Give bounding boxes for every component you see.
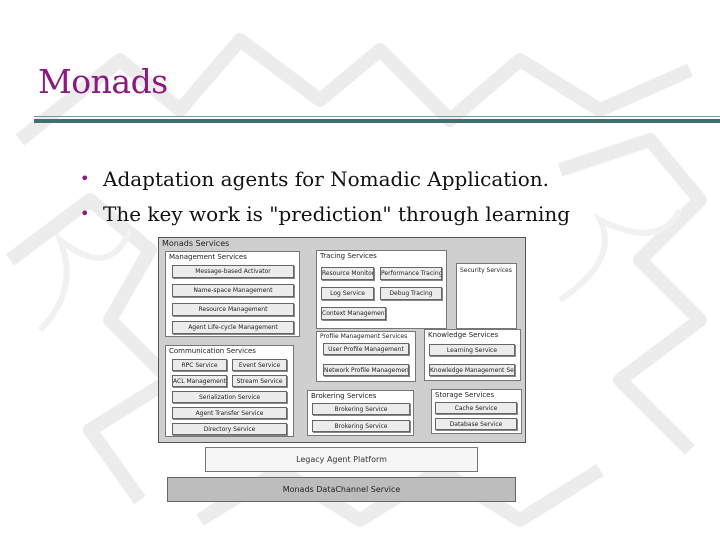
user-profile-box: User Profile Management: [323, 343, 409, 355]
management-services-label: Management Services: [169, 253, 247, 261]
context-management-box: Context Management: [321, 307, 386, 320]
diagram-outer-label: Monads Services: [162, 239, 230, 248]
title-divider-thick: [34, 119, 720, 123]
tracing-services-panel: Tracing Services Resource Monitor Perfor…: [316, 250, 447, 329]
title-divider: [34, 116, 720, 123]
knowledge-management-box: Knowledge Management Service: [429, 364, 515, 376]
directory-service-box: Directory Service: [172, 423, 287, 435]
agent-transfer-box: Agent Transfer Service: [172, 407, 287, 419]
learning-service-box: Learning Service: [429, 344, 515, 356]
acl-management-box: ACL Management: [172, 375, 227, 387]
security-services-panel: Security Services: [456, 263, 517, 329]
brokering-service-box-2: Brokering Service: [312, 420, 410, 432]
bullet-item: • The key work is "prediction" through l…: [78, 199, 570, 234]
management-services-panel: Management Services Message-based Activa…: [165, 251, 300, 337]
communication-services-panel: Communication Services RPC Service Event…: [165, 345, 294, 437]
network-profile-box: Network Profile Management: [323, 364, 409, 376]
rpc-service-box: RPC Service: [172, 359, 227, 371]
storage-services-panel: Storage Services Cache Service Database …: [431, 389, 522, 434]
cache-service-box: Cache Service: [435, 402, 517, 414]
namespace-management-box: Name-space Management: [172, 284, 294, 297]
bullet-text: The key work is "prediction" through lea…: [103, 202, 571, 226]
performance-tracing-box: Performance Tracing: [380, 267, 442, 280]
event-service-box: Event Service: [232, 359, 287, 371]
architecture-diagram: Monads Services Management Services Mess…: [158, 237, 526, 443]
bullet-text: Adaptation agents for Nomadic Applicatio…: [103, 167, 549, 191]
serialization-service-box: Serialization Service: [172, 391, 287, 403]
log-service-box: Log Service: [321, 287, 374, 300]
resource-monitor-box: Resource Monitor: [321, 267, 374, 280]
bullet-icon: •: [80, 204, 90, 223]
security-services-label: Security Services: [460, 267, 512, 274]
brokering-services-panel: Brokering Services Brokering Service Bro…: [307, 390, 414, 436]
profile-management-label: Profile Management Services: [320, 333, 408, 340]
tracing-services-label: Tracing Services: [320, 252, 377, 260]
profile-management-panel: Profile Management Services User Profile…: [316, 331, 416, 382]
bullet-list: • Adaptation agents for Nomadic Applicat…: [78, 164, 570, 234]
brokering-service-box: Brokering Service: [312, 403, 410, 415]
title-divider-thin: [34, 116, 720, 117]
bullet-item: • Adaptation agents for Nomadic Applicat…: [78, 164, 570, 199]
bullet-icon: •: [80, 169, 90, 188]
stream-service-box: Stream Service: [232, 375, 287, 387]
legacy-agent-platform-bar: Legacy Agent Platform: [205, 447, 478, 472]
resource-management-box: Resource Management: [172, 303, 294, 316]
communication-services-label: Communication Services: [169, 347, 256, 355]
knowledge-services-label: Knowledge Services: [428, 331, 499, 339]
storage-services-label: Storage Services: [435, 391, 495, 399]
knowledge-services-panel: Knowledge Services Learning Service Know…: [424, 329, 521, 381]
slide-title: Monads: [38, 62, 168, 101]
database-service-box: Database Service: [435, 418, 517, 430]
message-activator-box: Message-based Activator: [172, 265, 294, 278]
debug-tracing-box: Debug Tracing: [380, 287, 442, 300]
brokering-services-label: Brokering Services: [311, 392, 377, 400]
agent-lifecycle-box: Agent Life-cycle Management: [172, 321, 294, 334]
datachannel-service-bar: Monads DataChannel Service: [167, 477, 516, 502]
